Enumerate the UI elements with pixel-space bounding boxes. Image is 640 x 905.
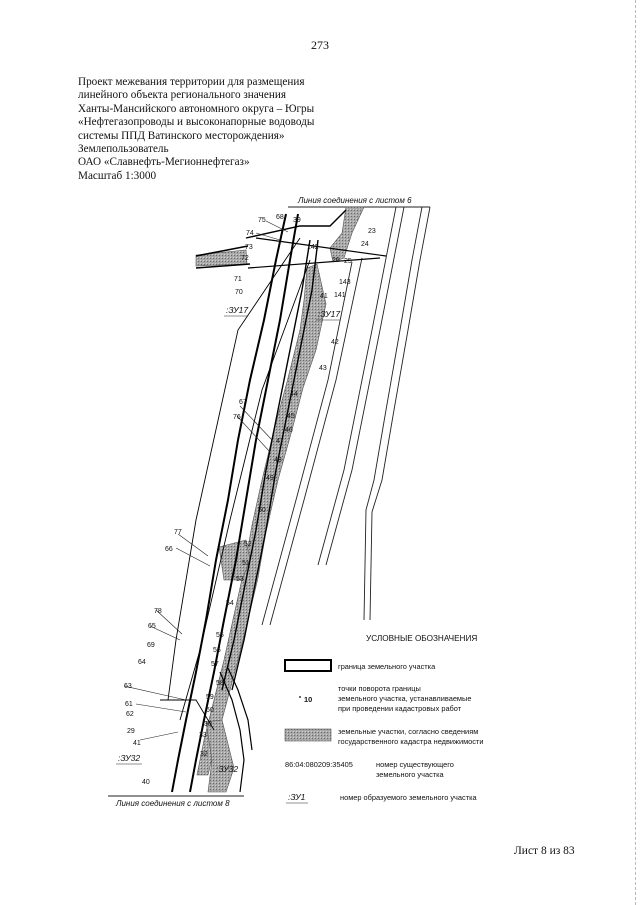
zone-label-zu17-right: :ЗУ17 bbox=[318, 309, 340, 319]
point-labels: 75 68 39 74 23 24 142 26 73 72 25 71 143… bbox=[124, 214, 376, 786]
header-line: ОАО «Славнефть-Мегионнефтегаз» bbox=[78, 156, 250, 169]
point-label: 55 bbox=[216, 632, 224, 639]
point-label: 54 bbox=[226, 600, 234, 607]
header-line: Ханты-Мансийского автономного округа – Ю… bbox=[78, 102, 315, 115]
legend-points-line: земельного участка, устанавливаемые bbox=[338, 694, 471, 703]
legend-boundary-text: граница земельного участка bbox=[338, 662, 436, 671]
point-label: 143 bbox=[339, 279, 351, 286]
point-label: 73 bbox=[245, 244, 253, 251]
point-label: 44 bbox=[290, 391, 298, 398]
point-label: 48 bbox=[274, 457, 282, 464]
point-label: 47 bbox=[276, 438, 284, 445]
legend-cadastre-symbol bbox=[284, 728, 332, 742]
point-label: 75 bbox=[258, 217, 266, 224]
plot-boundary bbox=[160, 209, 387, 793]
point-label: 74 bbox=[246, 230, 254, 237]
point-label: 58 bbox=[216, 680, 224, 687]
point-label: 59 bbox=[206, 694, 214, 701]
bottom-caption: Линия соединения с листом 8 bbox=[115, 799, 230, 808]
eastern-corridors bbox=[261, 206, 431, 626]
point-label: 52 bbox=[244, 541, 252, 548]
point-label: 49 bbox=[266, 475, 274, 482]
point-label: 71 bbox=[234, 276, 242, 283]
point-label: 39 bbox=[293, 217, 301, 224]
point-label: 69 bbox=[147, 642, 155, 649]
point-label: 32 bbox=[200, 751, 208, 758]
point-label: 65 bbox=[148, 623, 156, 630]
point-label: 56 bbox=[213, 647, 221, 654]
header-line: линейного объекта регионального значения bbox=[78, 89, 287, 102]
legend-new-text: номер образуемого земельного участка bbox=[340, 793, 477, 802]
legend-point-sample: 10 bbox=[304, 695, 312, 704]
zone-label-zu32-left: :ЗУ32 bbox=[118, 753, 140, 763]
point-label: 29 bbox=[127, 728, 135, 735]
header-line: «Нефтегазопроводы и высоконапорные водов… bbox=[78, 116, 315, 129]
legend-existing-code: 86:04:080209:35405 bbox=[285, 760, 353, 769]
point-label: 141 bbox=[334, 292, 346, 299]
point-label: 23 bbox=[368, 228, 376, 235]
point-label: 76 bbox=[233, 414, 241, 421]
point-label: 42 bbox=[331, 339, 339, 346]
point-label: 66 bbox=[165, 546, 173, 553]
document-header: Проект межевания территории для размещен… bbox=[78, 76, 378, 183]
header-line: Землепользователь bbox=[78, 143, 169, 156]
point-label: 24 bbox=[361, 241, 369, 248]
header-line: Проект межевания территории для размещен… bbox=[78, 76, 305, 88]
zone-label-zu17-left: :ЗУ17 bbox=[226, 305, 248, 315]
legend-points-line: точки поворота границы bbox=[338, 684, 421, 693]
point-label: 41 bbox=[133, 740, 141, 747]
legend-cadastre-line: земельные участки, согласно сведениям bbox=[338, 727, 478, 736]
point-label: 72 bbox=[241, 255, 249, 262]
page-edge-line bbox=[634, 0, 636, 905]
point-label: 62 bbox=[126, 711, 134, 718]
legend-points-line: при проведении кадастровых работ bbox=[338, 704, 462, 713]
point-label: 68 bbox=[276, 214, 284, 221]
legend-title: УСЛОВНЫЕ ОБОЗНАЧЕНИЯ bbox=[366, 634, 477, 643]
header-line: Масштаб 1:3000 bbox=[78, 169, 157, 182]
point-label: 46 bbox=[285, 427, 293, 434]
legend-point-symbol bbox=[299, 696, 301, 698]
top-caption: Линия соединения с листом 6 bbox=[297, 196, 412, 205]
zone-label-zu32-right: :ЗУ32 bbox=[216, 764, 238, 774]
legend-existing-line: номер существующего bbox=[376, 760, 454, 769]
point-label: 77 bbox=[174, 529, 182, 536]
point-label: 43 bbox=[319, 365, 327, 372]
point-label: 33 bbox=[199, 732, 207, 739]
legend-boundary-symbol bbox=[284, 659, 332, 672]
point-label: 64 bbox=[138, 659, 146, 666]
point-label: 26 bbox=[332, 257, 340, 264]
point-label: 45 bbox=[287, 413, 295, 420]
point-label: 57 bbox=[211, 661, 219, 668]
cadastre-parcels bbox=[195, 206, 365, 793]
point-label: 70 bbox=[235, 289, 243, 296]
legend-existing-line: земельного участка bbox=[376, 770, 445, 779]
legend: УСЛОВНЫЕ ОБОЗНАЧЕНИЯ граница земельного … bbox=[284, 634, 483, 804]
leader-lines bbox=[123, 220, 289, 741]
point-label: 41 bbox=[320, 293, 328, 300]
point-label: 142 bbox=[307, 244, 319, 251]
sheet-footer: Лист 8 из 83 bbox=[514, 845, 575, 857]
header-line: системы ППД Ватинского месторождения» bbox=[78, 129, 285, 142]
point-label: 61 bbox=[125, 701, 133, 708]
point-label: 53 bbox=[236, 576, 244, 583]
point-label: 25 bbox=[344, 258, 352, 265]
point-label: 40 bbox=[142, 779, 150, 786]
legend-cadastre-line: государственного кадастра недвижимости bbox=[338, 737, 483, 746]
point-label: 63 bbox=[124, 683, 132, 690]
point-label: 50 bbox=[258, 507, 266, 514]
point-label: 67 bbox=[239, 399, 247, 406]
point-label: 51 bbox=[242, 560, 250, 567]
point-label: 30 bbox=[204, 721, 212, 728]
point-label: 60 bbox=[206, 707, 214, 714]
point-label: 78 bbox=[154, 608, 162, 615]
legend-new-code: :ЗУ1 bbox=[288, 792, 306, 802]
page-number: 273 bbox=[311, 38, 329, 52]
